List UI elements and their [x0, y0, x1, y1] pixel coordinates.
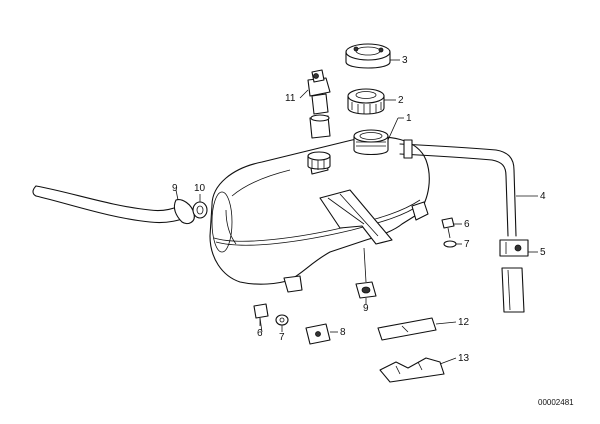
callout-11: 11 — [285, 93, 296, 104]
cap-part-3 — [345, 43, 391, 69]
filler-neck — [353, 129, 389, 156]
hose-clamp — [499, 239, 529, 257]
callout-9-bottom: 9 — [363, 303, 369, 314]
level-sensor — [307, 69, 331, 139]
leader-lines — [175, 59, 538, 365]
callout-6-bottom: 6 — [257, 328, 263, 339]
callout-4: 4 — [540, 191, 546, 202]
callout-labels: 1 2 3 4 5 6 7 6 7 8 9 10 11 9 12 13 — [172, 55, 546, 364]
callout-12: 12 — [458, 317, 470, 328]
cap-part-2 — [347, 88, 385, 115]
callout-7-bottom: 7 — [279, 332, 285, 343]
overflow-hose — [399, 139, 525, 313]
callout-10: 10 — [194, 183, 206, 194]
rubber-mount — [355, 247, 377, 299]
diagram-id: 00002481 — [538, 398, 574, 407]
plate-part-12 — [377, 317, 437, 341]
grommet — [307, 151, 331, 170]
plate-part-13 — [379, 357, 445, 383]
callout-9-left: 9 — [172, 183, 178, 194]
callout-8: 8 — [340, 327, 346, 338]
callout-13: 13 — [458, 353, 470, 364]
nut-plate — [305, 323, 331, 345]
callout-2: 2 — [398, 95, 404, 106]
radiator-hose-left — [32, 185, 195, 225]
bolt-washer-bottom — [253, 303, 289, 333]
screw-washer-right — [441, 217, 457, 248]
callout-6-right: 6 — [464, 219, 470, 230]
callout-3: 3 — [402, 55, 408, 66]
callout-1: 1 — [406, 113, 412, 124]
callout-7-right: 7 — [464, 239, 470, 250]
callout-5: 5 — [540, 247, 546, 258]
hose-clip — [192, 201, 208, 219]
